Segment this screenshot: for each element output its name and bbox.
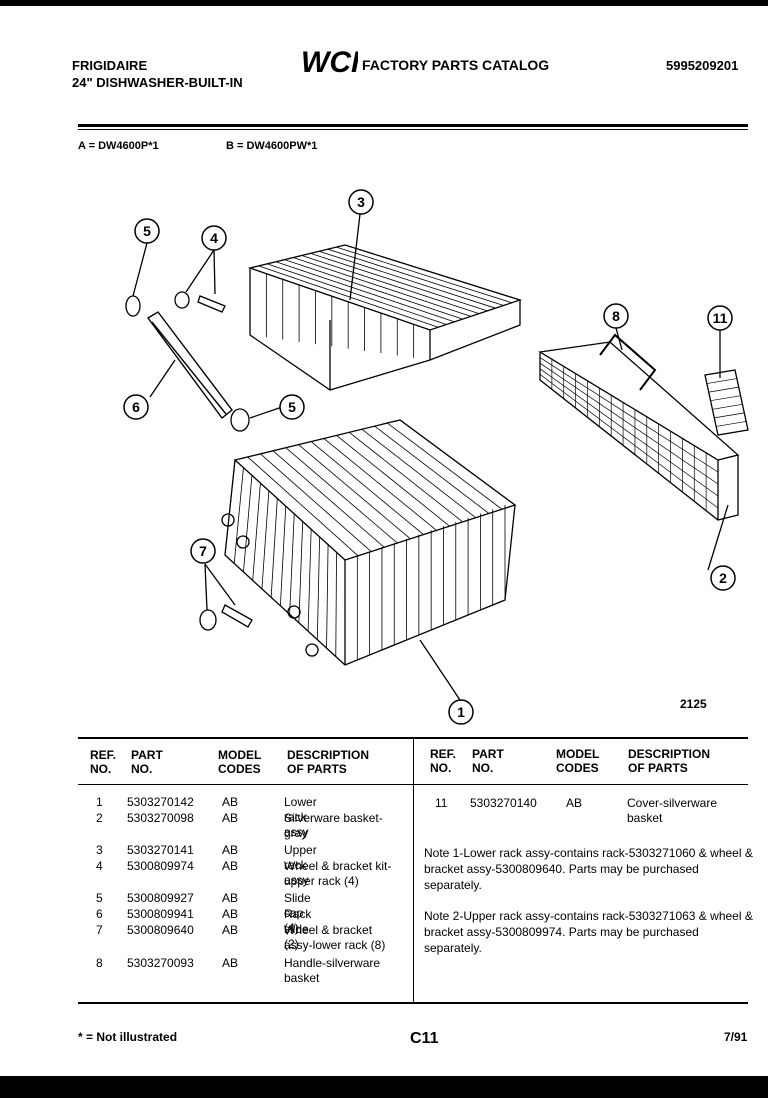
brand-name: FRIGIDAIRE [72,58,148,73]
not-illustrated-legend: * = Not illustrated [78,1030,178,1044]
svg-text:3: 3 [357,194,365,210]
rack-slide-drawing [146,311,233,420]
lower-wheel-drawing [199,609,217,631]
wci-logo: WCI [300,46,360,79]
callout-4: 4 [201,225,227,251]
svg-text:1: 1 [457,704,465,720]
callout-3: 3 [348,189,374,215]
top-border [0,0,768,6]
print-date: 7/91 [724,1030,748,1044]
svg-text:4: 4 [210,230,218,246]
slide-cap-bottom-drawing [230,408,250,432]
header-ref-right: REF.NO. [430,747,457,775]
model-a: A = DW4600P*1 [78,140,159,152]
bottom-border [0,1076,768,1098]
callout-1: 1 [448,699,474,725]
page-number: C11 [410,1030,439,1047]
svg-text:5: 5 [288,399,296,415]
catalog-title: FACTORY PARTS CATALOG [362,57,550,73]
note-2: Note 2-Upper rack assy-contains rack-530… [424,909,753,955]
upper-wheel-drawing [174,291,190,309]
callout-5: 5 [134,218,160,244]
lower-bracket-drawing [221,604,253,628]
slide-cap-top-drawing [125,295,141,317]
header-rule-thin [78,129,748,130]
exploded-parts-diagram: 5 4 3 8 11 6 5 7 2 1 2125 [123,189,749,725]
basket-cover-drawing [704,369,749,436]
figure-number: 2125 [680,697,707,711]
silverware-basket-drawing [538,333,740,521]
svg-text:11: 11 [713,310,728,326]
callout-5: 5 [279,394,305,420]
callout-11: 11 [707,305,733,331]
catalog-number: 5995209201 [666,58,739,73]
svg-text:WCI: WCI [301,46,358,76]
svg-text:2: 2 [719,570,727,586]
upper-bracket-drawing [197,295,226,313]
callout-2: 2 [710,565,736,591]
svg-text:5: 5 [143,223,151,239]
svg-text:7: 7 [199,543,207,559]
callout-7: 7 [190,538,216,564]
callouts: 5 4 3 8 11 6 5 7 2 1 [123,189,736,725]
callout-8: 8 [603,303,629,329]
svg-text:8: 8 [612,308,620,324]
header-rule [78,124,748,127]
lower-rack-drawing [224,419,517,666]
callout-6: 6 [123,394,149,420]
svg-text:6: 6 [132,399,140,415]
product-line: 24" DISHWASHER-BUILT-IN [72,75,243,90]
note-1: Note 1-Lower rack assy-contains rack-530… [424,846,753,892]
header-ref: REF.NO. [90,748,117,776]
upper-rack-drawing [247,244,523,391]
table-divider [413,738,414,1002]
model-b: B = DW4600PW*1 [226,140,318,152]
table-bottom-rule [78,1002,748,1004]
